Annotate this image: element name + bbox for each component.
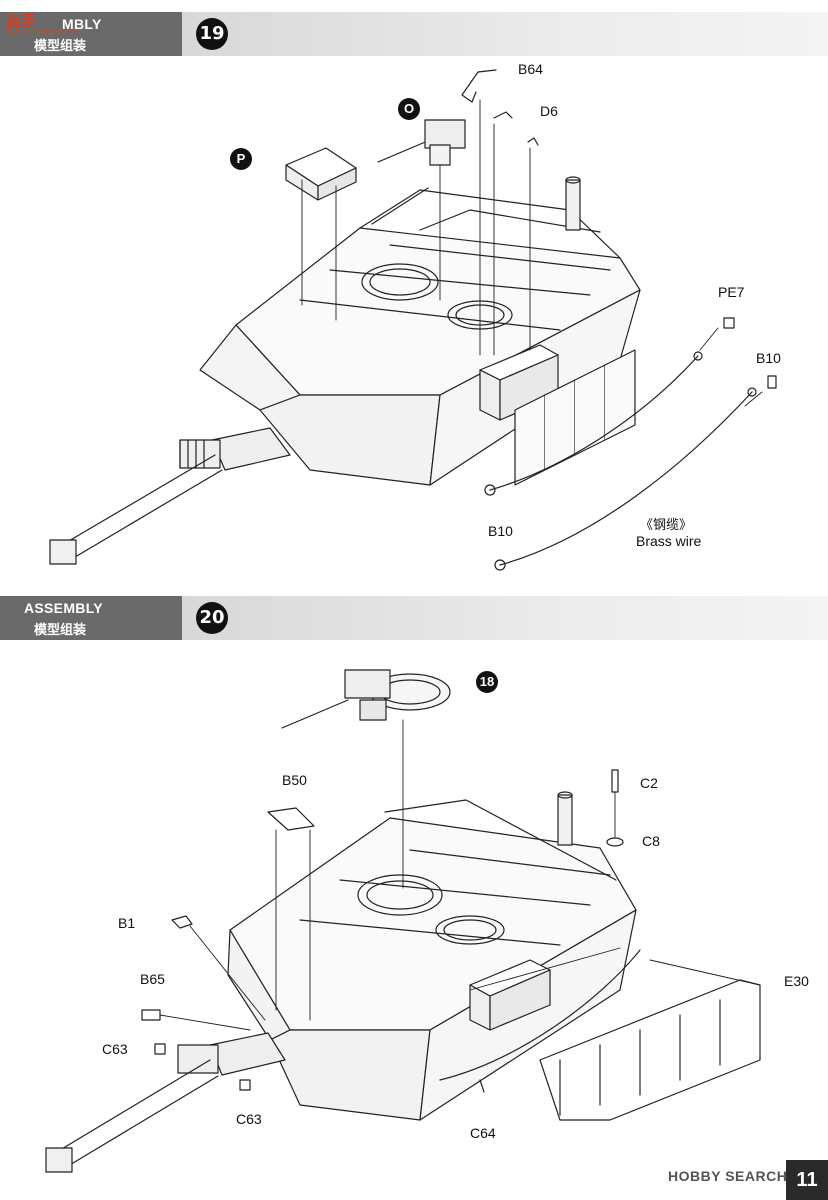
label-b10-left: B10 bbox=[488, 523, 513, 539]
label-c2: C2 bbox=[640, 775, 658, 791]
header-dark-block: MBLY 模型组装 bbox=[0, 12, 182, 56]
step19-turret-drawing bbox=[49, 69, 777, 571]
label-pe7: PE7 bbox=[718, 284, 745, 300]
label-d6: D6 bbox=[540, 103, 558, 119]
label-b50: B50 bbox=[282, 772, 307, 788]
logo-url-text: www.hobbysearch.com bbox=[6, 29, 78, 36]
header-dark-block: ASSEMBLY 模型组装 bbox=[0, 596, 182, 640]
label-c64: C64 bbox=[470, 1125, 496, 1141]
watermark-logo: 高手 www.hobbysearch.com bbox=[2, 2, 78, 36]
callout-o: O bbox=[398, 98, 420, 120]
label-c8: C8 bbox=[642, 833, 660, 849]
step20-turret-drawing bbox=[45, 669, 761, 1173]
label-b64: B64 bbox=[518, 61, 543, 77]
label-b10-right: B10 bbox=[756, 350, 781, 366]
label-b1: B1 bbox=[118, 915, 136, 931]
step-number: 19 bbox=[196, 18, 228, 50]
header-cn-label: 模型组装 bbox=[34, 622, 87, 637]
label-brass-wire: Brass wire bbox=[636, 533, 702, 549]
label-c63-bottom: C63 bbox=[236, 1111, 262, 1127]
label-b65: B65 bbox=[140, 971, 165, 987]
label-e30: E30 bbox=[784, 973, 809, 989]
callout-step-18: 18 bbox=[476, 671, 498, 693]
header-en-label: MBLY bbox=[62, 16, 102, 32]
callout-p: P bbox=[230, 148, 252, 170]
label-brass-wire-cn: 《钢缆》 bbox=[640, 517, 693, 532]
step-number: 20 bbox=[196, 602, 228, 634]
logo-cn-text: 高手 bbox=[6, 13, 37, 30]
header-gradient-bar bbox=[182, 12, 828, 56]
hobbysearch-watermark: HOBBY SEARCH bbox=[668, 1168, 788, 1184]
label-c63-left: C63 bbox=[102, 1041, 128, 1057]
step-19-header: MBLY 模型组装 19 bbox=[0, 12, 828, 56]
header-cn-label: 模型组装 bbox=[34, 38, 87, 53]
step-20-header: ASSEMBLY 模型组装 20 bbox=[0, 596, 828, 640]
header-en-label: ASSEMBLY bbox=[24, 600, 103, 616]
header-gradient-bar bbox=[182, 596, 828, 640]
page-number: 11 bbox=[786, 1160, 828, 1200]
